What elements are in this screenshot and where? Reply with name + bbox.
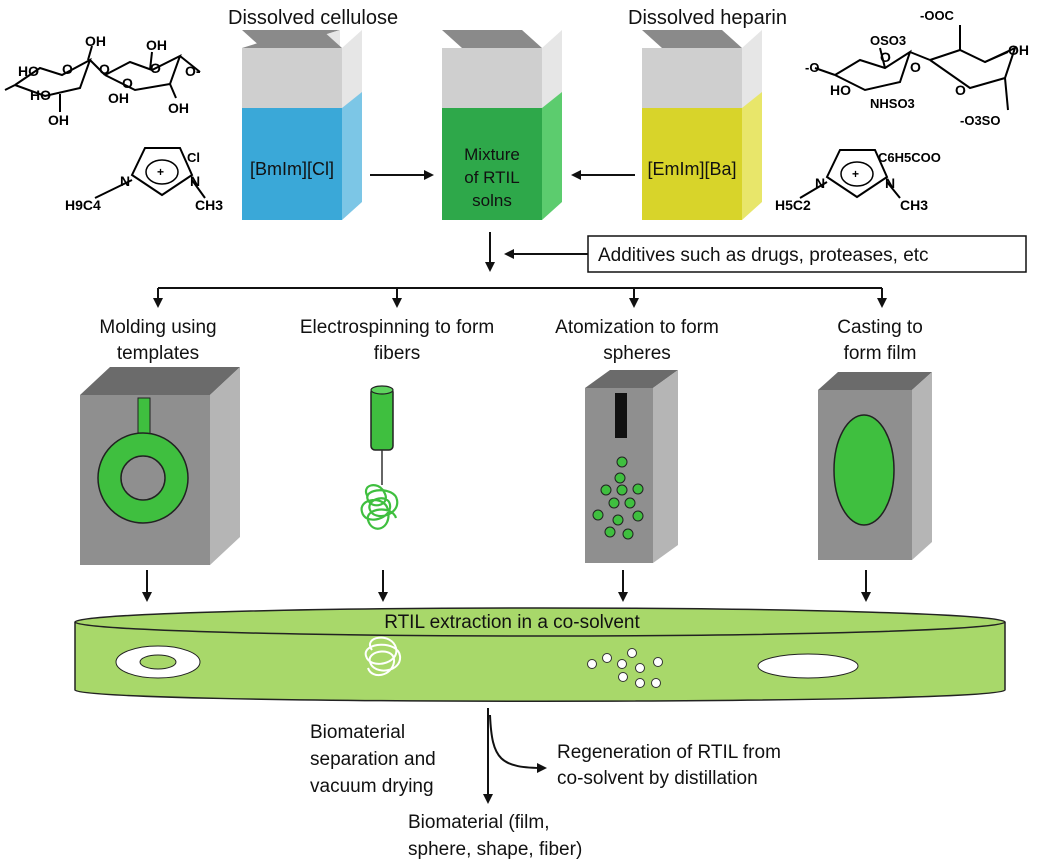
- svg-text:O: O: [880, 49, 891, 65]
- method-molding-1: Molding using: [99, 317, 216, 338]
- svg-text:O: O: [150, 60, 161, 76]
- extraction-label: RTIL extraction in a co-solvent: [384, 612, 640, 633]
- svg-text:OH: OH: [85, 33, 106, 49]
- casting-mold: [818, 372, 932, 560]
- additives-box: [587, 235, 1027, 273]
- svg-text:OH: OH: [1008, 42, 1029, 58]
- cube-top: [242, 30, 342, 48]
- cellulose-title: Dissolved cellulose: [228, 7, 398, 29]
- method-electrospin-2: fibers: [374, 343, 420, 364]
- beaker-left-label: [BmIm][Cl]: [250, 159, 334, 179]
- regeneration-1: Regeneration of RTIL from: [557, 742, 781, 763]
- beaker-cellulose: [BmIm][Cl]: [242, 30, 362, 220]
- method-molding-2: templates: [117, 343, 199, 364]
- emim-structure: C6H5COO N N H5C2 CH3 +: [775, 149, 941, 213]
- svg-text:N: N: [190, 173, 200, 189]
- bmim-structure: Cl N N H9C4 CH3 +: [65, 147, 223, 213]
- beaker-mixture: Mixture of RTIL solns: [442, 30, 562, 220]
- extraction-dish: RTIL extraction in a co-solvent: [74, 607, 1006, 702]
- method-atomization-2: spheres: [603, 343, 671, 364]
- svg-text:CH3: CH3: [900, 197, 928, 213]
- svg-text:O: O: [99, 61, 110, 77]
- svg-text:OH: OH: [146, 37, 167, 53]
- svg-text:N: N: [885, 175, 895, 191]
- beaker-middle-label-3: solns: [472, 191, 512, 210]
- svg-text:+: +: [852, 167, 859, 181]
- svg-text:-O3SO: -O3SO: [960, 113, 1000, 128]
- svg-text:O: O: [122, 75, 133, 91]
- svg-text:C6H5COO: C6H5COO: [878, 150, 941, 165]
- svg-text:Cl: Cl: [187, 150, 200, 165]
- electrospinning-apparatus: [360, 385, 399, 530]
- final-1: Biomaterial (film,: [408, 812, 549, 833]
- svg-text:HO: HO: [30, 87, 51, 103]
- svg-text:H9C4: H9C4: [65, 197, 101, 213]
- svg-text:NHSO3: NHSO3: [870, 96, 915, 111]
- method-atomization-1: Atomization to form: [555, 317, 719, 338]
- solution-front: [242, 108, 342, 220]
- final-2: sphere, shape, fiber): [408, 839, 582, 860]
- svg-text:HO: HO: [18, 63, 39, 79]
- svg-text:OH: OH: [108, 90, 129, 106]
- arrow-to-regeneration: [489, 714, 547, 773]
- svg-text:OH: OH: [48, 112, 69, 128]
- svg-text:HO: HO: [830, 82, 851, 98]
- svg-text:-OOC: -OOC: [920, 8, 955, 23]
- svg-text:H5C2: H5C2: [775, 197, 811, 213]
- molding-template: [80, 367, 240, 565]
- svg-text:N: N: [815, 175, 825, 191]
- svg-text:OSO3: OSO3: [870, 33, 906, 48]
- beaker-middle-label-1: Mixture: [464, 145, 520, 164]
- solution-side: [342, 92, 362, 220]
- separation-1: Biomaterial: [310, 722, 405, 743]
- svg-text:O: O: [62, 61, 73, 77]
- method-electrospin-1: Electrospinning to form: [300, 317, 494, 338]
- svg-text:CH3: CH3: [195, 197, 223, 213]
- svg-text:OH: OH: [168, 100, 189, 116]
- svg-text:O: O: [910, 59, 921, 75]
- beaker-right-label: [EmIm][Ba]: [647, 159, 736, 179]
- svg-text:-O: -O: [805, 60, 819, 75]
- beaker-middle-label-2: of RTIL: [464, 168, 519, 187]
- method-casting-2: form film: [844, 343, 917, 364]
- regeneration-2: co-solvent by distillation: [557, 768, 758, 789]
- separation-3: vacuum drying: [310, 776, 434, 797]
- heparin-structure: -OOC OSO3 OH O O HO NHSO3 O -O3SO -O: [805, 8, 1029, 128]
- beaker-heparin: [EmIm][Ba]: [642, 30, 762, 220]
- heparin-title: Dissolved heparin: [628, 7, 787, 29]
- separation-2: separation and: [310, 749, 436, 770]
- additives-text: Additives such as drugs, proteases, etc: [598, 245, 929, 266]
- method-casting-1: Casting to: [837, 317, 923, 338]
- svg-text:O: O: [955, 82, 966, 98]
- atomization-chamber: [585, 370, 678, 563]
- svg-text:O-: O-: [185, 63, 201, 79]
- svg-text:N: N: [120, 173, 130, 189]
- cellulose-structure: HO OH O HO O OH O OH O OH OH O-: [4, 33, 201, 128]
- svg-text:+: +: [157, 165, 164, 179]
